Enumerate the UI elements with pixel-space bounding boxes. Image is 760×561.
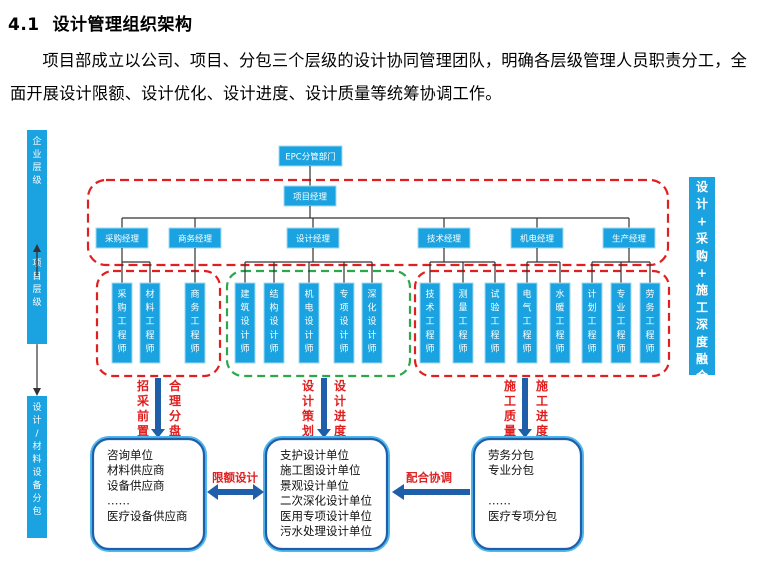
engineer-label: 计划工程师 bbox=[587, 288, 596, 354]
engineer-label: 电气工程师 bbox=[522, 288, 531, 354]
engineer-node bbox=[234, 282, 256, 364]
engineer-label: 建筑设计师 bbox=[240, 288, 249, 354]
section-heading: 4.1 设计管理组织架构 bbox=[8, 10, 192, 35]
manager-node-label: 设计经理 bbox=[296, 234, 331, 245]
engineer-node bbox=[333, 282, 355, 364]
manager-node-label: 生产经理 bbox=[612, 234, 647, 245]
engineer-label: 深化设计师 bbox=[367, 289, 376, 354]
design-arrow-head bbox=[317, 429, 331, 438]
engineer-label: 机电设计师 bbox=[304, 288, 313, 354]
manager-node-label: 机电经理 bbox=[520, 234, 555, 245]
engineer-node bbox=[111, 282, 133, 364]
supplier-box-item: 医疗设备供应商 bbox=[107, 509, 188, 523]
engineer-node bbox=[139, 282, 161, 364]
arrow-label: 设计策划 bbox=[302, 378, 315, 438]
engineer-node bbox=[263, 282, 285, 364]
arrow-label: 施工进度 bbox=[536, 378, 549, 438]
limit-design-arrow-head-right bbox=[253, 484, 264, 500]
manager-node-label: 采购经理 bbox=[105, 234, 140, 245]
engineer-node bbox=[184, 282, 206, 364]
construction-arrow-head bbox=[518, 429, 532, 438]
design-unit-box-item: 医用专项设计单位 bbox=[280, 509, 372, 523]
engineer-label: 试验工程师 bbox=[490, 288, 499, 354]
design-arrow-shaft bbox=[321, 378, 327, 430]
subcontractor-box-item: 劳务分包 bbox=[488, 448, 534, 462]
subcontractor-box bbox=[472, 437, 583, 551]
procurement-zone bbox=[95, 269, 222, 378]
design-unit-box bbox=[264, 437, 389, 551]
manager-node-label: 技术经理 bbox=[427, 234, 462, 245]
engineer-node bbox=[452, 282, 474, 364]
engineer-node bbox=[419, 282, 441, 364]
procurement-arrow-shaft bbox=[155, 378, 161, 430]
level-box bbox=[27, 252, 47, 344]
engineer-label: 结构设计师 bbox=[269, 288, 278, 354]
coordination-arrow-shaft bbox=[402, 489, 470, 495]
design-unit-box-item: 景观设计单位 bbox=[280, 478, 349, 492]
engineer-label: 商务工程师 bbox=[190, 288, 199, 354]
procurement-arrow-head bbox=[151, 429, 165, 438]
integration-banner bbox=[689, 177, 715, 375]
subcontractor-box-item: …… bbox=[488, 494, 511, 508]
section-number: 4.1 bbox=[8, 15, 40, 35]
level-box bbox=[27, 396, 47, 538]
engineer-label: 测量工程师 bbox=[458, 289, 467, 354]
engineer-label: 采购工程师 bbox=[117, 289, 126, 354]
engineer-node bbox=[516, 282, 538, 364]
engineer-node bbox=[484, 282, 506, 364]
epc-department-node-label: EPC分管部门 bbox=[285, 152, 335, 163]
design-unit-box-item: 污水处理设计单位 bbox=[280, 524, 372, 538]
arrow-label: 招采前置 bbox=[136, 378, 149, 438]
supplier-box bbox=[91, 437, 206, 551]
design-zone bbox=[225, 269, 412, 378]
coordination-arrow-head bbox=[392, 484, 404, 500]
subcontractor-box-item: 医疗专项分包 bbox=[488, 509, 557, 523]
level-label: 设计/材料设备分包 bbox=[32, 402, 41, 517]
project-manager-node-label: 项目经理 bbox=[293, 192, 328, 203]
subcontractor-box-item: 专业分包 bbox=[488, 463, 534, 477]
supplier-box-item: 材料供应商 bbox=[107, 463, 165, 477]
limit-design-arrow-head-left bbox=[207, 484, 218, 500]
arrow-label: 施工质量 bbox=[504, 378, 516, 438]
engineer-node bbox=[610, 282, 632, 364]
design-unit-box-item: 二次深化设计单位 bbox=[280, 494, 372, 508]
engineer-node bbox=[581, 282, 603, 364]
body-paragraph: 项目部成立以公司、项目、分包三个层级的设计协同管理团队，明确各层级管理人员职责分… bbox=[10, 51, 748, 103]
construction-arrow-shaft bbox=[522, 378, 528, 430]
engineer-label: 水暖工程师 bbox=[555, 288, 564, 354]
manager-zone bbox=[86, 178, 670, 267]
construction-zone bbox=[413, 269, 671, 378]
level-label: 企业层级 bbox=[32, 135, 41, 186]
engineer-node bbox=[549, 282, 571, 364]
coordination-label: 配合协调 bbox=[406, 471, 452, 485]
engineer-label: 劳务工程师 bbox=[645, 288, 654, 354]
supplier-box-item: 设备供应商 bbox=[107, 478, 165, 492]
arrow-label: 合理分盘 bbox=[169, 378, 182, 438]
limit-design-arrow-shaft bbox=[216, 489, 256, 495]
engineer-label: 技术工程师 bbox=[425, 288, 434, 354]
design-unit-box-item: 支护设计单位 bbox=[280, 448, 349, 462]
engineer-node bbox=[361, 282, 383, 364]
engineer-node bbox=[298, 282, 320, 364]
engineer-node bbox=[639, 282, 661, 364]
design-unit-box-item: 施工图设计单位 bbox=[280, 463, 361, 477]
integration-banner-text: 设计+采购+施工深度融合 bbox=[695, 179, 709, 383]
manager-node-label: 商务经理 bbox=[178, 234, 213, 245]
arrow-label: 设计进度 bbox=[334, 378, 347, 438]
supplier-box-item: …… bbox=[107, 494, 130, 508]
level-box bbox=[27, 130, 47, 276]
engineer-label: 专业工程师 bbox=[616, 288, 625, 354]
engineer-label: 专项设计师 bbox=[339, 288, 348, 354]
limit-design-label: 限额设计 bbox=[212, 471, 258, 485]
section-title: 设计管理组织架构 bbox=[52, 15, 193, 35]
engineer-label: 材料工程师 bbox=[145, 288, 154, 354]
supplier-box-item: 咨询单位 bbox=[107, 448, 153, 462]
